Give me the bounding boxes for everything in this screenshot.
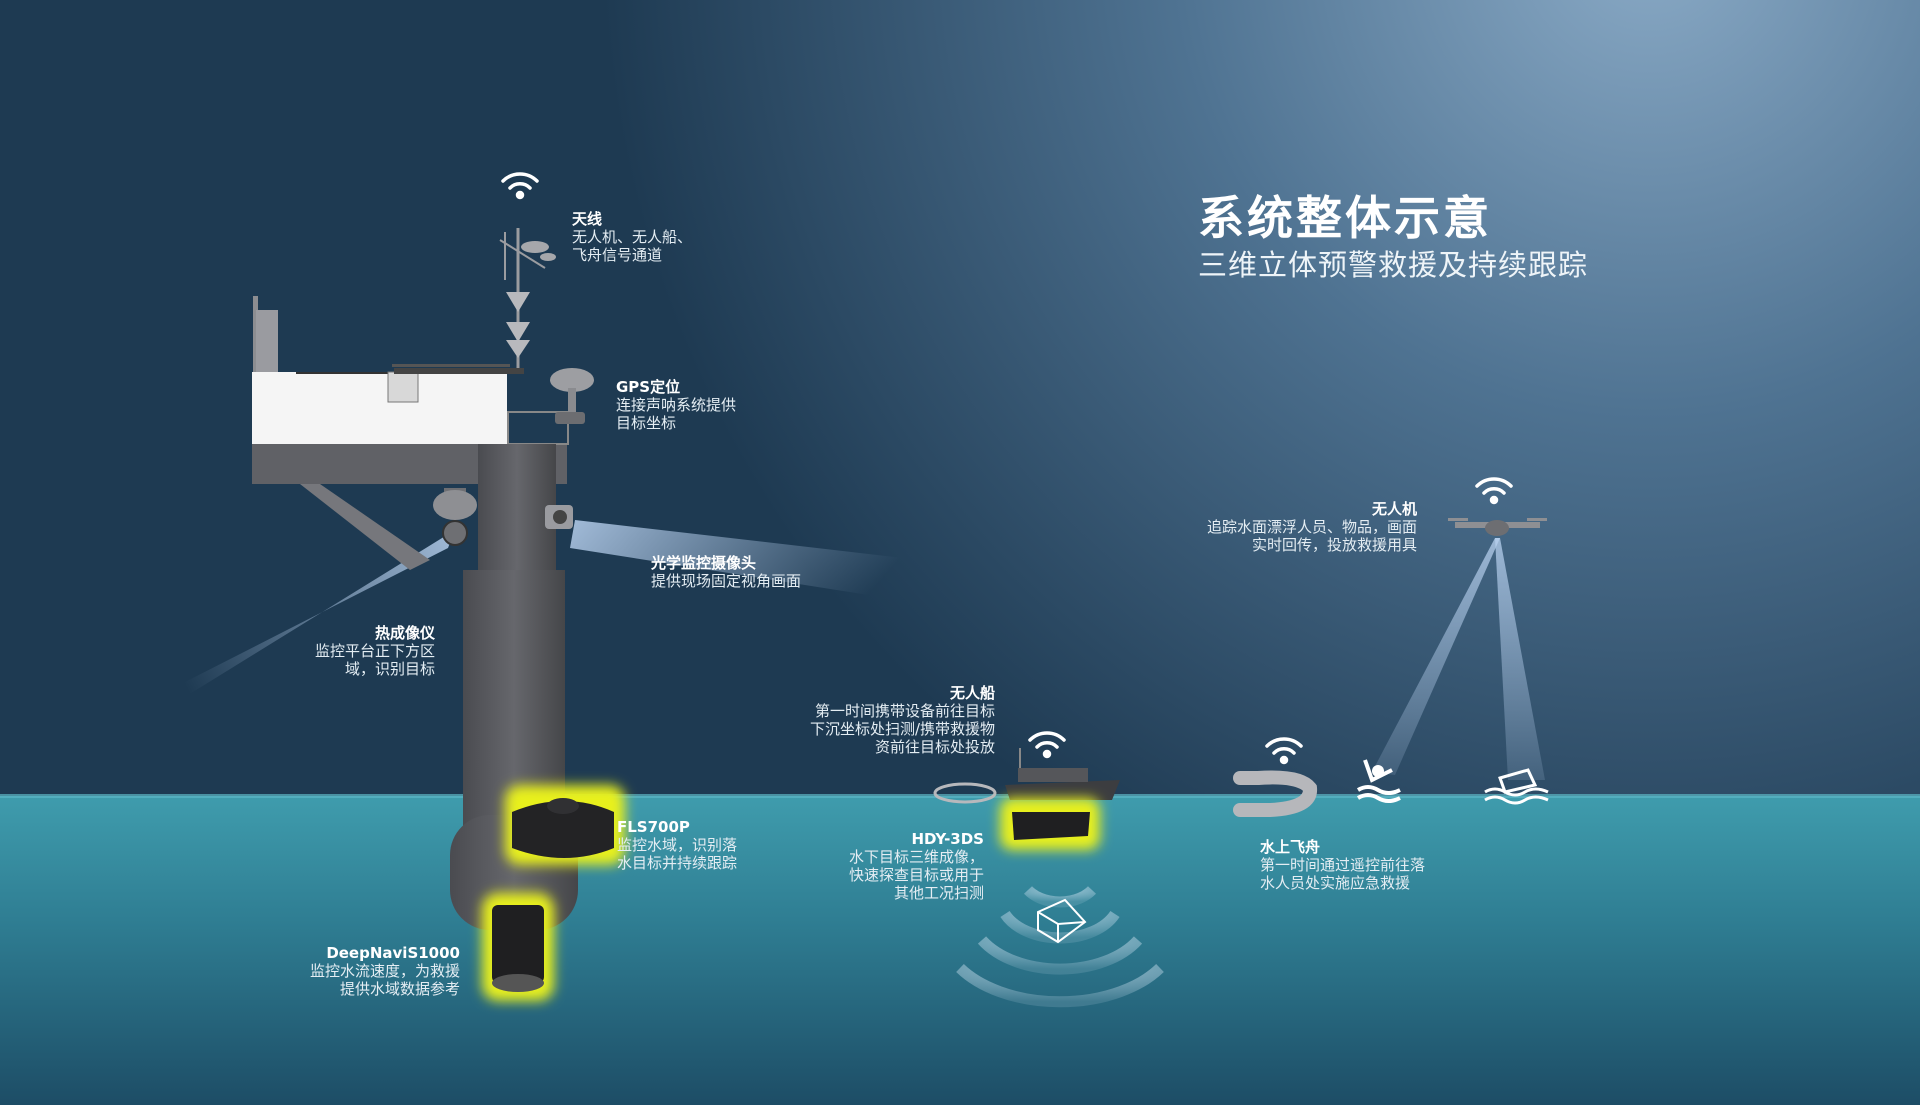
- label-deepnavi-line: 提供水域数据参考: [339, 980, 460, 998]
- label-antenna-line: 无人机、无人船、: [572, 228, 693, 246]
- platform-cabin: [252, 372, 507, 444]
- sea-water: [0, 796, 1920, 1105]
- label-water-craft: 水上飞舟 第一时间通过遥控前往落 水人员处实施应急救援: [1260, 838, 1425, 892]
- label-water-craft-line: 第一时间通过遥控前往落: [1260, 856, 1426, 874]
- label-hdy3ds: HDY-3DS 水下目标三维成像， 快速探查目标或用于 其他工况扫测: [814, 830, 984, 902]
- label-deepnavi: DeepNaviS1000 监控水流速度，为救援 提供水域数据参考: [290, 944, 460, 998]
- deepnavi-device: [482, 893, 554, 1001]
- label-usv-line: 下沉坐标处扫测/携带救援物: [809, 720, 995, 738]
- platform-rooftop-bar: [392, 364, 510, 367]
- sinking-vehicle-icon: [1484, 768, 1549, 805]
- label-thermal-imager-line: 域，识别目标: [344, 660, 435, 678]
- label-usv-line: 资前往目标处投放: [874, 738, 995, 756]
- platform-deck-top: [394, 368, 524, 374]
- label-gps: GPS定位 连接声呐系统提供 目标坐标: [616, 378, 736, 432]
- drone-aircraft: [1448, 518, 1547, 536]
- gps-receiver: [550, 368, 594, 424]
- optical-camera: [545, 505, 573, 529]
- water-craft: [1233, 770, 1317, 817]
- sea-surface-line: [0, 794, 1920, 798]
- platform-cabin-window: [387, 371, 419, 403]
- label-hdy3ds-line: 快速探查目标或用于: [848, 866, 984, 884]
- wifi-icon-water-craft: [1265, 737, 1303, 765]
- platform-strut: [300, 484, 430, 570]
- label-hdy3ds-title: HDY-3DS: [911, 830, 985, 848]
- hdy3ds-sonar: [1000, 798, 1100, 850]
- label-thermal-imager-title: 热成像仪: [374, 624, 435, 642]
- page-subtitle: 三维立体预警救援及持续跟踪: [1198, 248, 1589, 282]
- label-gps-line: 连接声呐系统提供: [616, 396, 737, 414]
- thermal-camera: [433, 488, 477, 546]
- label-usv-title: 无人船: [949, 684, 995, 702]
- platform-mast: [253, 296, 258, 408]
- wifi-icon-antenna: [501, 172, 539, 200]
- drone-beam-left: [1372, 538, 1500, 775]
- label-gps-line: 目标坐标: [616, 414, 677, 432]
- label-drone: 无人机 追踪水面漂浮人员、物品，画面 实时回传，投放救援用具: [1180, 500, 1417, 554]
- label-drone-line: 追踪水面漂浮人员、物品，画面: [1206, 518, 1417, 536]
- label-hdy3ds-line: 其他工况扫测: [893, 884, 984, 902]
- label-water-craft-title: 水上飞舟: [1260, 838, 1321, 856]
- label-antenna: 天线 无人机、无人船、 飞舟信号通道: [572, 210, 692, 264]
- label-drone-title: 无人机: [1371, 500, 1417, 518]
- label-antenna-line: 飞舟信号通道: [572, 246, 663, 264]
- label-thermal-imager: 热成像仪 监控平台正下方区 域，识别目标: [300, 624, 435, 678]
- title-block: 系统整体示意 三维立体预警救援及持续跟踪: [1198, 190, 1588, 284]
- label-fls700p-line: 监控水域，识别落: [617, 836, 738, 854]
- label-drone-line: 实时回传，投放救援用具: [1251, 536, 1417, 554]
- label-gps-title: GPS定位: [616, 378, 681, 396]
- underwater-target-icon: [1037, 898, 1087, 944]
- swimmer-icon: [1356, 759, 1401, 803]
- label-deepnavi-line: 监控水流速度，为救援: [309, 962, 460, 980]
- label-fls700p-line: 水目标并持续跟踪: [617, 854, 738, 872]
- label-usv: 无人船 第一时间携带设备前往目标 下沉坐标处扫测/携带救援物 资前往目标处投放: [770, 684, 995, 756]
- label-optical-camera-line: 提供现场固定视角画面: [651, 572, 802, 590]
- label-fls700p-title: FLS700P: [617, 818, 690, 836]
- antenna-mast: [499, 228, 556, 368]
- label-fls700p: FLS700P 监控水域，识别落 水目标并持续跟踪: [617, 818, 737, 872]
- wifi-icon-usv: [1028, 731, 1066, 759]
- label-antenna-title: 天线: [572, 210, 603, 228]
- label-optical-camera-title: 光学监控摄像头: [651, 554, 757, 572]
- tower-upper: [478, 444, 556, 570]
- label-optical-camera: 光学监控摄像头 提供现场固定视角画面: [651, 554, 801, 590]
- label-deepnavi-title: DeepNaviS1000: [326, 944, 460, 962]
- drone-beam-right: [1495, 538, 1545, 780]
- usv-boat: [933, 748, 1120, 804]
- label-hdy3ds-line: 水下目标三维成像，: [848, 848, 984, 866]
- page-title: 系统整体示意: [1198, 191, 1492, 245]
- optical-beam: [570, 520, 920, 600]
- label-water-craft-line: 水人员处实施应急救援: [1260, 874, 1411, 892]
- fls700p-sonar: [505, 785, 625, 865]
- label-thermal-imager-line: 监控平台正下方区: [314, 642, 435, 660]
- wifi-icon-drone: [1475, 477, 1513, 505]
- label-usv-line: 第一时间携带设备前往目标: [814, 702, 995, 720]
